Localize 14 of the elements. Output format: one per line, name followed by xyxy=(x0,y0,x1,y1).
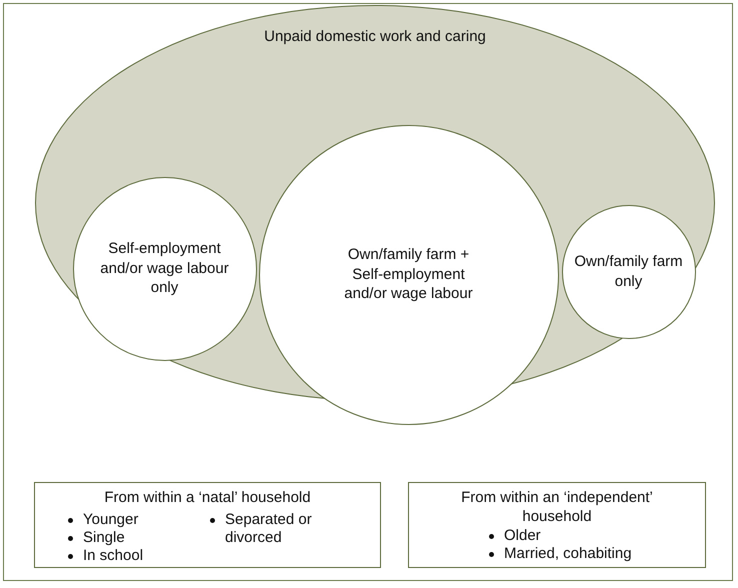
bullet-text: Older xyxy=(504,527,541,544)
bullet-text: Younger xyxy=(83,511,138,528)
circle-label: Self-employment and/or wage labour only xyxy=(99,239,230,298)
household-box xyxy=(408,482,706,568)
circle-label: Own/family farm + Self-employment and/or wage labour xyxy=(343,245,474,304)
circle-label: Own/family farm only xyxy=(573,252,684,291)
bullet-text: Separated or divorced xyxy=(225,511,312,546)
box-heading: From within a ‘natal’ household xyxy=(104,489,311,506)
bullet-text: In school xyxy=(83,547,144,564)
bullet-text: Single xyxy=(83,529,125,546)
box-heading: From within an ‘independent’ household xyxy=(461,489,653,525)
household-box xyxy=(34,482,381,568)
bullet-text: Married, cohabiting xyxy=(504,545,632,562)
ellipse-heading: Unpaid domestic work and caring xyxy=(264,28,486,45)
